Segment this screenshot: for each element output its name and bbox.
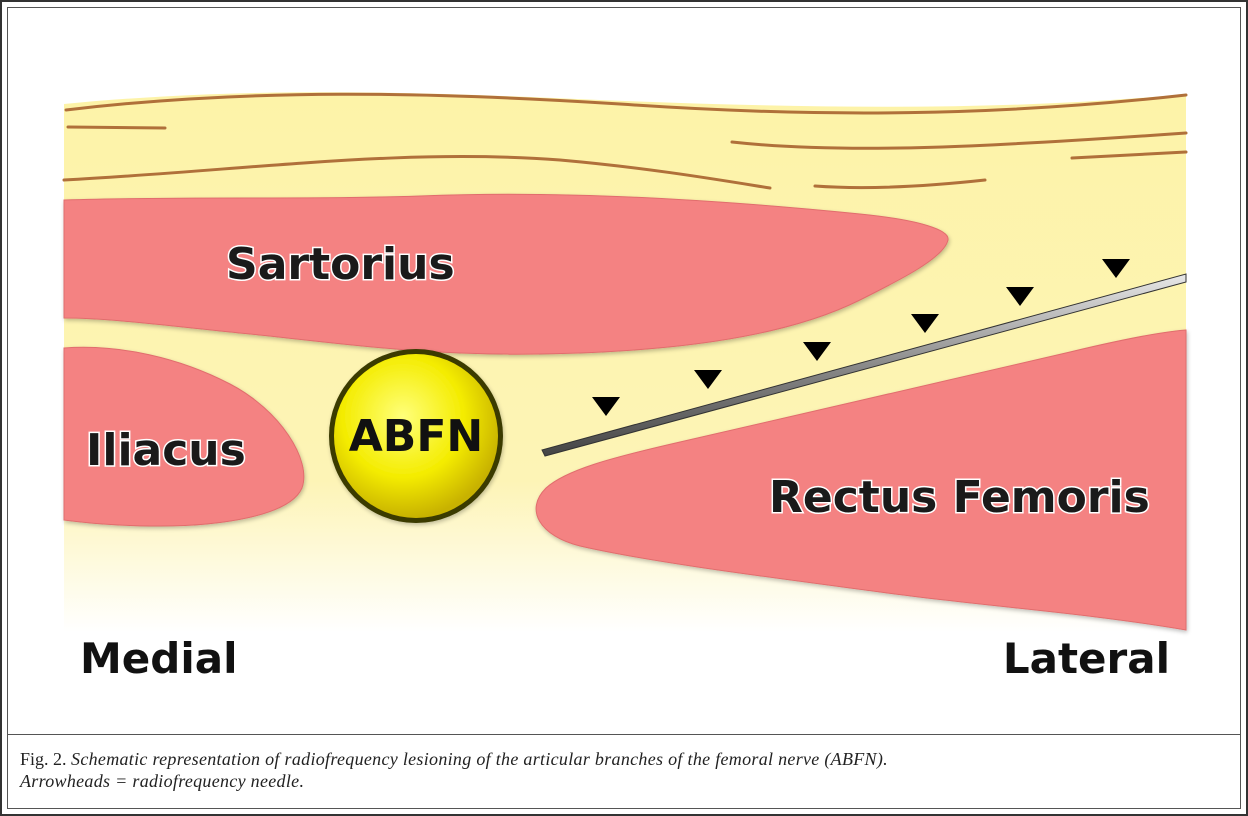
label-lateral: Lateral [1003,634,1170,683]
label-sartorius: Sartorius [226,239,455,290]
label-rectus-femoris: Rectus Femoris [769,472,1150,523]
label-medial: Medial [80,634,237,683]
caption-text-1: Schematic representation of radiofrequen… [71,749,888,769]
caption-text-2: Arrowheads = radiofrequency needle. [20,770,1220,792]
caption-fig-label: Fig. 2. [20,749,67,769]
caption-divider [7,734,1241,735]
fascia-short-left [68,127,165,128]
caption-line-1: Fig. 2. Schematic representation of radi… [20,748,1220,770]
label-iliacus: Iliacus [86,425,246,476]
anatomy-diagram: Sartorius Iliacus ABFN Rectus Femoris Me… [0,0,1248,740]
figure-caption: Fig. 2. Schematic representation of radi… [20,748,1220,792]
label-abfn: ABFN [349,411,483,462]
